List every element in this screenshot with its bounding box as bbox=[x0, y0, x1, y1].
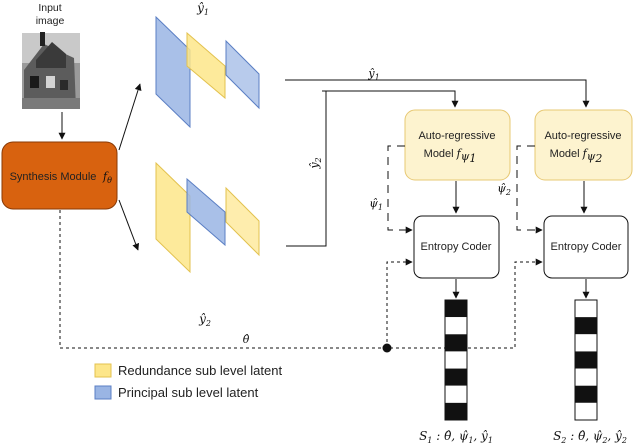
bitstream-outline bbox=[444, 299, 468, 421]
label-psi2: ψ̂2 bbox=[497, 182, 511, 197]
entropy-coder-2 bbox=[543, 215, 629, 279]
wire-label-y2: ŷ2 bbox=[308, 157, 323, 169]
label-psi1: ψ̂1 bbox=[369, 197, 383, 212]
dotted-theta-main bbox=[59, 210, 543, 349]
dashed-psi2 bbox=[516, 145, 543, 234]
bitstream-outline bbox=[574, 299, 598, 421]
wire-y1-to-ar1 bbox=[322, 90, 459, 108]
entropy-coder-1-label: Entropy Coder bbox=[421, 241, 492, 253]
wire-y2-up bbox=[286, 91, 327, 247]
input-image-label-line2: image bbox=[36, 15, 65, 27]
ar-model-1-line1: Auto-regressive bbox=[418, 130, 495, 142]
ar-model-2-box bbox=[534, 109, 633, 181]
dashed-psi1 bbox=[387, 145, 413, 234]
legend-swatch-redundance bbox=[94, 363, 112, 378]
synthesis-module-box bbox=[1, 141, 118, 210]
latent-top-label: ŷ1 bbox=[196, 1, 209, 17]
dotted-theta-branch bbox=[386, 258, 413, 348]
entropy-coder-1 bbox=[413, 215, 500, 279]
synthesis-module-label: Synthesis Module bbox=[10, 171, 97, 183]
bitstream-segment bbox=[575, 385, 597, 403]
entropy-coder-2-label: Entropy Coder bbox=[551, 241, 622, 253]
principal-latent-rect-back bbox=[225, 39, 260, 110]
label-theta: θ̂ bbox=[243, 333, 250, 346]
legend-label-redundance: Redundance sub level latent bbox=[118, 363, 282, 378]
ar-model-1-box bbox=[404, 109, 511, 181]
bitstream-segment bbox=[445, 402, 467, 420]
wire-label-y1: ŷ1 bbox=[367, 67, 379, 82]
bitstream-segment bbox=[445, 300, 467, 318]
latent-stack-bottom bbox=[155, 161, 260, 274]
bitstream-2 bbox=[574, 299, 598, 421]
synthesis-symbol: fθ bbox=[102, 170, 112, 185]
bitstream-segment bbox=[445, 385, 467, 403]
latent-stack-top bbox=[155, 15, 260, 129]
redundance-latent-rect-large bbox=[155, 161, 191, 274]
principal-latent-rect bbox=[155, 15, 191, 129]
bitstream-segment bbox=[445, 317, 467, 335]
bitstream-segment bbox=[445, 334, 467, 352]
latent-bottom-label: ŷ2 bbox=[198, 312, 211, 328]
bitstream-1-caption: S1 : θ̂, ψ̂1, ŷ1 bbox=[419, 429, 493, 444]
principal-latent-rect-mid bbox=[186, 177, 226, 247]
input-image-thumbnail bbox=[22, 32, 80, 109]
arrow-synthesis-to-bottom-latent bbox=[118, 199, 140, 251]
legend-label-principal: Principal sub level latent bbox=[118, 385, 259, 400]
input-image-label-line1: Input bbox=[38, 2, 61, 14]
redundance-latent-rect-back bbox=[225, 186, 260, 257]
ar-model-2-line1: Auto-regressive bbox=[544, 130, 621, 142]
bitstream-segment bbox=[575, 351, 597, 369]
bitstream-segment bbox=[575, 334, 597, 352]
legend-swatch-principal bbox=[94, 385, 112, 400]
bitstream-segment bbox=[575, 402, 597, 420]
arrow-synthesis-to-top-latent bbox=[118, 83, 142, 151]
bitstream-segment bbox=[445, 351, 467, 369]
bitstream-2-caption: S2 : θ̂, ψ̂2, ŷ2 bbox=[553, 429, 627, 444]
bitstream-1 bbox=[444, 299, 468, 421]
theta-junction bbox=[382, 343, 392, 353]
legend: Redundance sub level latent Principal su… bbox=[94, 363, 282, 400]
wire-y1-to-ar2 bbox=[285, 79, 590, 108]
bitstream-segment bbox=[575, 317, 597, 335]
bitstream-segment bbox=[445, 368, 467, 386]
redundance-latent-rect bbox=[186, 31, 226, 100]
bitstream-segment bbox=[575, 300, 597, 318]
bitstream-segment bbox=[575, 368, 597, 386]
